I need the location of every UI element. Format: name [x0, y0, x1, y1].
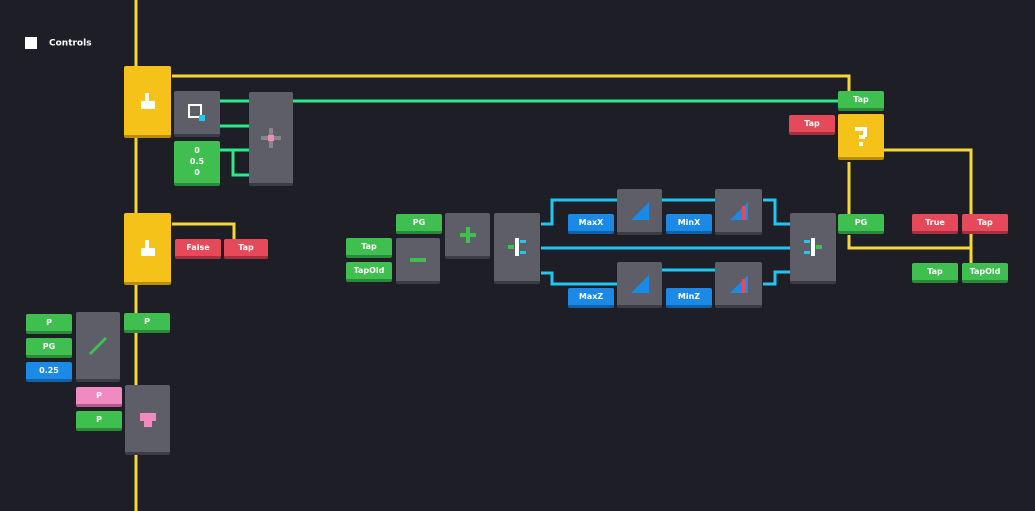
- max-x-block[interactable]: [617, 189, 662, 235]
- controls-checkbox[interactable]: [25, 37, 37, 49]
- maxz-pin[interactable]: MaxZ: [568, 288, 614, 308]
- lerp-block[interactable]: [76, 312, 120, 382]
- pg-pin-right[interactable]: PG: [838, 214, 884, 234]
- max-icon: [630, 274, 649, 293]
- object-pick-icon: [188, 103, 205, 121]
- split-icon: [508, 238, 526, 256]
- set-color-block[interactable]: [125, 385, 170, 455]
- subtract-block[interactable]: [396, 238, 440, 284]
- touch-block-2[interactable]: [124, 213, 171, 285]
- touch-block-1[interactable]: [124, 66, 171, 138]
- p-pink-pin[interactable]: P: [76, 387, 122, 407]
- max-z-block[interactable]: [617, 262, 662, 308]
- join-icon: [804, 238, 822, 256]
- minx-pin[interactable]: MinX: [666, 214, 712, 234]
- false-pin[interactable]: False: [175, 239, 221, 259]
- page-title: Controls: [25, 37, 92, 49]
- if-icon: [855, 126, 867, 146]
- min-icon: [729, 201, 748, 220]
- touch-icon: [140, 92, 155, 109]
- vector-z: 0: [194, 168, 200, 177]
- title-label: Controls: [49, 38, 92, 49]
- vector-pin[interactable]: 0 0.5 0: [174, 141, 220, 186]
- add-icon: [459, 226, 476, 243]
- tapold-pin-sub[interactable]: TapOld: [346, 262, 392, 282]
- maxx-pin[interactable]: MaxX: [568, 214, 614, 234]
- join-block[interactable]: [790, 213, 836, 284]
- if-block[interactable]: [838, 114, 884, 160]
- true-pin[interactable]: True: [912, 214, 958, 234]
- tap-pin-sub[interactable]: Tap: [346, 238, 392, 258]
- tap-pin-bottom[interactable]: Tap: [912, 263, 958, 283]
- split-block[interactable]: [494, 213, 540, 284]
- min-x-block[interactable]: [715, 189, 762, 235]
- touch-icon: [140, 239, 155, 256]
- pg-input-pin[interactable]: PG: [26, 338, 72, 358]
- max-icon: [630, 201, 649, 220]
- p-input-pin[interactable]: P: [26, 314, 72, 334]
- tap-pin-false[interactable]: Tap: [224, 239, 268, 259]
- tap-pin-top[interactable]: Tap: [838, 91, 884, 111]
- subtract-icon: [410, 257, 426, 262]
- number-025-pin[interactable]: 0.25: [26, 362, 72, 382]
- min-icon: [729, 274, 748, 293]
- p-output-pin[interactable]: P: [124, 313, 170, 333]
- p-green-pin[interactable]: P: [76, 411, 122, 431]
- min-z-block[interactable]: [715, 262, 762, 308]
- vector-x: 0: [194, 146, 200, 155]
- object-pick-block[interactable]: [174, 91, 220, 137]
- set-color-icon: [139, 412, 156, 427]
- tap-pin-true[interactable]: Tap: [962, 214, 1008, 234]
- lerp-icon: [88, 336, 108, 355]
- add-vector-block[interactable]: [249, 92, 293, 186]
- add-block[interactable]: [445, 213, 490, 259]
- tapold-pin-bottom[interactable]: TapOld: [962, 263, 1008, 283]
- tap-pin-left[interactable]: Tap: [789, 115, 835, 135]
- minz-pin[interactable]: MinZ: [666, 288, 712, 308]
- add-vector-icon: [261, 127, 281, 148]
- pg-pin-1[interactable]: PG: [396, 214, 442, 234]
- vector-y: 0.5: [189, 157, 205, 166]
